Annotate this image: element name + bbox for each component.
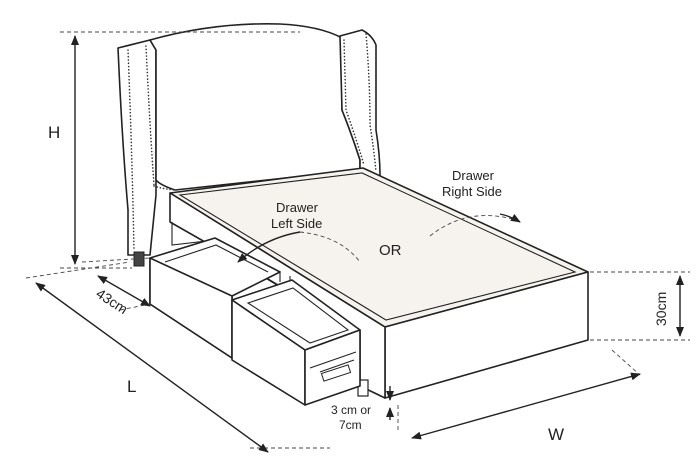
drawer-left-dashes (299, 231, 361, 263)
drawer-height-label: 30cm (653, 292, 669, 326)
drawer-right-arrow (429, 213, 523, 237)
length-dimension (25, 261, 330, 453)
drawer-right-label-line2: Right Side (442, 184, 502, 199)
depth-label: 43cm (93, 285, 130, 317)
drawer-left-label-line2: Left Side (271, 216, 322, 231)
or-label: OR (379, 242, 402, 259)
drawer-height-dimension (590, 271, 690, 341)
drawer-left-arrow (237, 231, 301, 263)
headboard (117, 23, 381, 267)
clearance-label-line1: 3 cm or (331, 403, 371, 417)
clearance-label-line2: 7cm (339, 418, 362, 432)
drawer-left-label-line1: Drawer (276, 200, 319, 215)
length-label: L (127, 377, 136, 396)
width-label: W (548, 425, 564, 444)
width-dimension (397, 349, 641, 440)
height-dimension (60, 31, 300, 269)
drawer-right-label-line1: Drawer (452, 168, 495, 183)
height-label: H (48, 123, 60, 142)
